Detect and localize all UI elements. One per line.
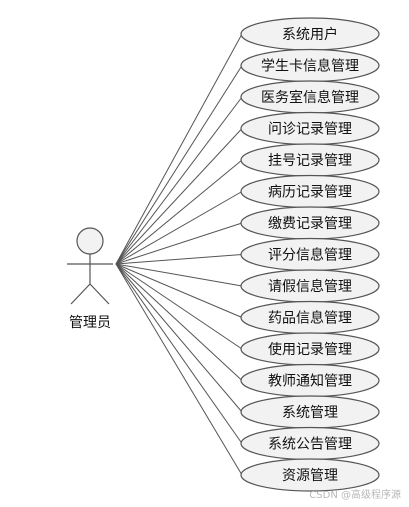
use-case-label: 医务室信息管理: [261, 89, 359, 106]
association-line: [115, 263, 243, 476]
association-line: [115, 263, 243, 413]
association-line: [115, 254, 243, 265]
use-case-label: 资源管理: [282, 468, 338, 484]
use-case: 药品信息管理: [240, 300, 380, 335]
use-case: 请假信息管理: [240, 269, 380, 303]
use-case-label: 系统公告管理: [268, 437, 352, 453]
use-case: 系统用户: [240, 17, 380, 51]
use-case: 医务室信息管理: [240, 80, 380, 114]
use-case: 挂号记录管理: [240, 143, 380, 177]
use-case-label: 学生卡信息管理: [261, 58, 359, 75]
association-lines: [115, 33, 243, 476]
association-line: [115, 263, 243, 350]
association-line: [115, 96, 243, 265]
use-case-label: 系统用户: [282, 26, 338, 43]
use-case-label: 教师通知管理: [268, 373, 352, 390]
use-case: 资源管理: [240, 458, 380, 492]
use-case-label: 使用记录管理: [268, 341, 352, 358]
association-line: [115, 128, 243, 265]
use-case: 学生卡信息管理: [240, 48, 380, 83]
association-line: [115, 159, 243, 265]
use-case: 系统公告管理: [240, 426, 380, 461]
use-case: 系统管理: [240, 395, 380, 429]
use-case-label: 病历记录管理: [268, 185, 352, 201]
use-case-label: 请假信息管理: [268, 278, 352, 295]
use-case: 缴费记录管理: [240, 206, 380, 240]
use-case-ellipse: [240, 458, 380, 492]
use-case-label: 评分信息管理: [268, 247, 352, 264]
use-case: 教师通知管理: [240, 363, 380, 398]
use-case-label: 挂号记录管理: [268, 153, 352, 169]
association-line: [115, 263, 243, 318]
use-case-label: 系统管理: [282, 405, 338, 421]
association-line: [115, 191, 243, 265]
use-case-label: 药品信息管理: [268, 310, 352, 327]
use-case: 病历记录管理: [240, 174, 380, 209]
association-line: [115, 33, 243, 265]
actor-stick-figure-icon: [67, 227, 113, 305]
association-line: [115, 263, 243, 444]
use-case: 使用记录管理: [240, 332, 380, 366]
association-line: [115, 263, 243, 381]
association-line: [115, 222, 243, 265]
use-case-label: 问诊记录管理: [268, 122, 352, 138]
association-line: [115, 263, 243, 287]
watermark: CSDN @高级程序源: [309, 490, 401, 501]
use-case: 评分信息管理: [240, 237, 380, 272]
use-case: 问诊记录管理: [240, 111, 380, 146]
actor-label: 管理员: [69, 315, 111, 331]
association-line: [115, 65, 243, 265]
use-case-label: 缴费记录管理: [268, 216, 352, 232]
use-case-list: 系统用户学生卡信息管理医务室信息管理问诊记录管理挂号记录管理病历记录管理缴费记录…: [240, 17, 380, 492]
